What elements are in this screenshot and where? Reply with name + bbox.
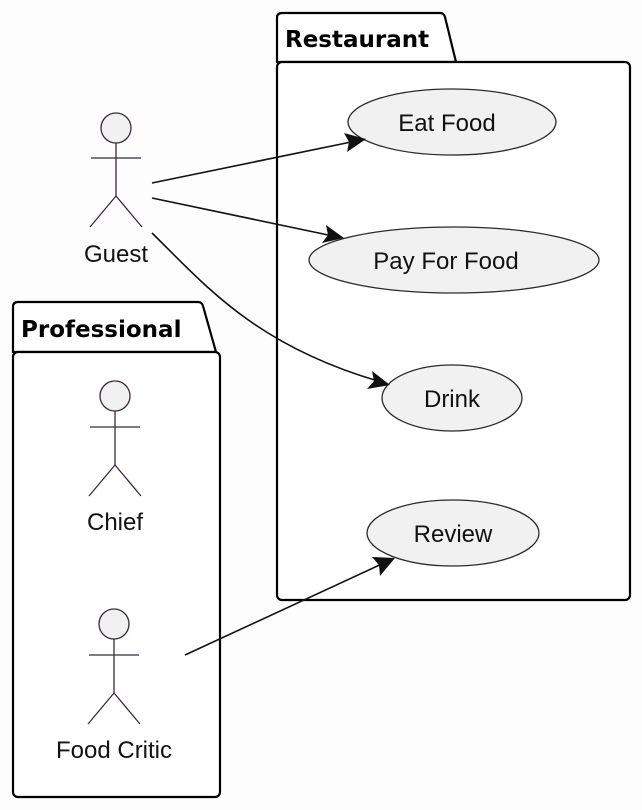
use-case-review-shape — [366, 499, 540, 567]
actor-guest-icon — [89, 112, 143, 228]
use-case-eat-food-shape — [347, 88, 557, 156]
package-restaurant-title: Restaurant — [285, 27, 429, 53]
use-case-review-label: Review — [414, 521, 493, 548]
use-case-review: Review — [366, 499, 540, 567]
use-case-pay-for-food: Pay For Food — [308, 226, 600, 294]
actor-food-critic-label: Food Critic — [56, 737, 172, 764]
association-guest-pay-for-food-arrowhead — [322, 225, 344, 243]
association-guest-drink-arrowhead — [367, 371, 390, 389]
use-case-drink-label: Drink — [424, 386, 481, 413]
actor-chief: Chief — [87, 380, 143, 536]
package-professional-tab — [11, 300, 218, 354]
actor-food-critic-icon — [87, 608, 141, 725]
association-guest-pay-for-food — [151, 197, 344, 243]
actor-chief-label: Chief — [87, 509, 143, 536]
use-case-pay-for-food-shape — [308, 226, 600, 294]
association-guest-eat-food — [151, 133, 366, 184]
package-restaurant: Restaurant — [275, 11, 632, 602]
use-case-drink-shape — [381, 364, 523, 432]
use-case-eat-food-label: Eat Food — [398, 110, 495, 137]
package-restaurant-frame — [275, 60, 632, 602]
association-guest-drink — [151, 232, 390, 389]
association-guest-drink-line — [151, 232, 379, 382]
package-professional-frame — [11, 350, 222, 799]
actor-chief-icon — [88, 380, 142, 497]
actor-guest: Guest — [84, 112, 148, 268]
association-guest-pay-for-food-line — [151, 197, 334, 237]
association-guest-eat-food-line — [151, 140, 357, 184]
package-professional-title: Professional — [21, 317, 181, 343]
use-case-eat-food: Eat Food — [347, 88, 557, 156]
association-food-critic-review-line — [184, 562, 385, 656]
association-food-critic-review-arrowhead — [372, 557, 395, 576]
actor-guest-label: Guest — [84, 241, 148, 268]
actor-food-critic: Food Critic — [56, 608, 172, 764]
package-restaurant-tab — [275, 11, 458, 64]
package-professional: Professional — [11, 300, 222, 799]
use-case-drink: Drink — [381, 364, 523, 432]
association-guest-eat-food-arrowhead — [344, 133, 366, 152]
use-case-pay-for-food-label: Pay For Food — [373, 248, 518, 275]
association-food-critic-review — [184, 557, 395, 656]
